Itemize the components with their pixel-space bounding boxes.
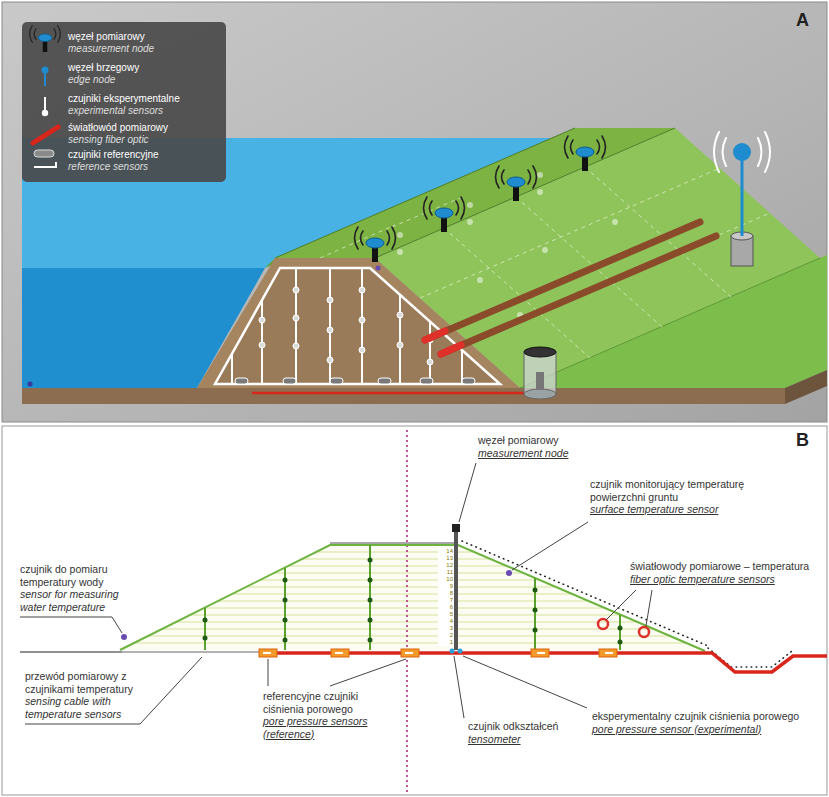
callout-text: czujnik monitorujący temperaturę powierz… [590,478,750,503]
edge-node [714,132,770,266]
callout-text: reference sensors [68,161,148,173]
callout-text: surface temperature sensor [590,503,718,516]
scale-number: 12 [438,562,454,569]
slope-sensors [462,541,792,667]
scale-number: 10 [438,576,454,583]
scale-number: 9 [438,583,454,590]
ground-surface [520,255,827,388]
scale-number: 4 [438,618,454,625]
pore-pressure-sensors [259,649,617,657]
fiber-sensor [639,627,649,637]
fiber-sensor [598,619,608,629]
callout-text: czujnik odkształceń [468,720,558,733]
axis-line [406,430,408,793]
legend-icons [30,26,61,167]
surface-temp-sensor [506,570,512,576]
callout-text: pore pressure sensor (experimental) [592,723,761,736]
scale-number: 13 [438,555,454,562]
scale-number: 8 [438,590,454,597]
fiber-pipes [425,222,716,354]
measurement-nodes [355,136,606,262]
panel-a [2,2,827,422]
sensor-marks [263,652,613,654]
legend-text: węzeł brzegowy [68,62,139,74]
legend-text: czujniki referencyjne [68,149,159,161]
sensing-cables [232,268,462,384]
scale-number: 1 [438,639,454,646]
legend-text: światłowód pomiarowy [68,122,168,134]
cable-sensors [259,287,433,365]
scale-number: 11 [438,569,454,576]
scale-number: 14 [438,548,454,555]
ground-front [22,388,785,404]
callout-text: fiber optic temperature sensors [630,573,775,586]
callout-text: węzeł pomiarowy [478,434,559,447]
panel-b [2,426,827,795]
leader-lines [20,463,652,724]
callout-text: measurement node [478,447,568,460]
scale-number: 5 [438,611,454,618]
legend-text: węzeł pomiarowy [68,31,145,43]
scale-number: 2 [438,632,454,639]
callout-text: sensing cable with temperature sensors [25,695,137,720]
callout-text: measurement node [68,43,154,55]
callout-text: światłowody pomiarowe – temperatura [630,560,809,573]
reference-sensors [235,378,475,384]
cable-sensors [203,558,623,645]
dam-outline [120,545,705,651]
callout-text: experimental sensors [68,105,163,117]
water-temp-sensor [121,634,127,640]
fiber-optic [252,384,540,393]
callout-text: czujnik do pomiaru temperatury wody [20,563,128,588]
sensing-cables [205,545,620,650]
panel-letter: A [796,10,809,32]
callout-text: tensometer [468,733,521,746]
legend-text: czujniki eksperymentalne [68,93,180,105]
callout-text: edge node [68,74,115,86]
scale-number: 6 [438,604,454,611]
fill-lines [100,552,720,643]
panel-letter: B [796,430,809,452]
callout-text: sensor for measuring water temperature [20,588,132,613]
callout-text: eksperymentalny czujnik ciśnienia porowe… [592,710,799,723]
callout-text: referencyjne czujniki ciśnienia porowego [263,690,375,715]
scale-number: 7 [438,597,454,604]
legend-box [22,22,226,182]
callout-text: sensing fiber optic [68,134,149,146]
callout-text: pore pressure sensors (reference) [263,715,381,740]
well [524,347,556,399]
callout-text: przewód pomiarowy z czujnikami temperatu… [25,670,150,695]
scale-number: 3 [438,625,454,632]
